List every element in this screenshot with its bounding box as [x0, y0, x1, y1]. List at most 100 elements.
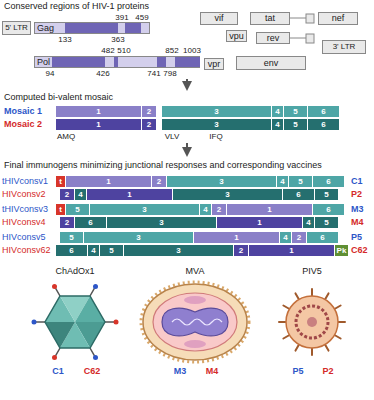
vector-name: MVA: [186, 266, 205, 276]
segment-box: 6: [283, 189, 315, 200]
junction-residues: VLV: [165, 132, 180, 141]
fiber-knob: [52, 284, 57, 289]
segment-number: 5: [109, 247, 113, 255]
segment-box: 6: [313, 204, 345, 215]
residue-number: 852: [165, 46, 178, 55]
section-heading: Final immunogens minimizing junctional r…: [4, 160, 322, 170]
segment-number: 5: [293, 121, 297, 129]
segment-number: 1: [127, 191, 131, 199]
gene-name: vif: [215, 14, 224, 23]
vaccine-code: M3: [351, 204, 364, 214]
residue-number: 459: [135, 13, 148, 22]
mosaic-name: Mosaic 2: [4, 119, 42, 129]
segment-box: 6: [308, 106, 340, 117]
segment-number: 2: [297, 234, 301, 242]
gene-box: 3' LTR: [322, 40, 366, 54]
conserved-region: [157, 57, 166, 67]
residue-number: 1003: [183, 46, 201, 55]
segment-number: 4: [275, 108, 279, 116]
exon-link: [290, 38, 306, 39]
gene-name: Pol: [37, 58, 50, 67]
gene-name: vpu: [229, 32, 244, 41]
gene-name: Gag: [37, 24, 54, 33]
section-heading: Conserved regions of HIV-1 proteins: [4, 1, 149, 11]
segment-box: 5: [315, 217, 339, 228]
immunogen-name: tHIVconsv1: [2, 176, 48, 186]
segment-number: 1: [267, 206, 271, 214]
residue-number: 363: [111, 35, 124, 44]
gene-name: 5' LTR: [5, 24, 28, 32]
segment-box: 4: [272, 119, 284, 130]
segment-number: 6: [296, 191, 300, 199]
segment-number: 1: [289, 247, 293, 255]
segment-number: 3: [225, 191, 229, 199]
segment-number: 4: [91, 247, 95, 255]
segment-number: 2: [217, 206, 221, 214]
flow-arrow: [186, 143, 188, 155]
segment-number: 4: [275, 121, 279, 129]
piv5-icon: [279, 289, 345, 355]
segment-number: 3: [142, 206, 146, 214]
immunogen-name: HIVconsv4: [2, 217, 46, 227]
conserved-region: [175, 57, 200, 67]
residue-number: 741: [147, 69, 160, 78]
gene-box: nef: [318, 12, 358, 25]
segment-box: 1: [66, 176, 152, 187]
segment-box: 5: [315, 189, 339, 200]
segment-box: 1: [87, 189, 173, 200]
flow-arrow: [186, 79, 188, 89]
segment-box: 6: [308, 119, 340, 130]
vaccine-code: M4: [351, 217, 364, 227]
fiber-knob: [114, 320, 119, 325]
segment-number: 6: [88, 219, 92, 227]
vaccine-code: P2: [322, 366, 333, 376]
junction-residues: IFQ: [209, 132, 222, 141]
segment-box: 2: [292, 232, 307, 243]
segment-box: 6: [307, 232, 339, 243]
segment-number: 1: [96, 108, 100, 116]
segment-box: 2: [142, 106, 157, 117]
segment-box: 4: [88, 245, 100, 256]
segment-number: 2: [147, 108, 151, 116]
segment-box: 4: [280, 232, 292, 243]
segment-number: 1: [257, 219, 261, 227]
segment-number: t: [59, 206, 62, 214]
segment-box: 1: [217, 217, 303, 228]
gene-box: Gag: [34, 22, 150, 34]
residue-number: 482: [101, 46, 114, 55]
residue-number: 94: [46, 69, 55, 78]
segment-box: 5: [100, 245, 124, 256]
segment-box: 6: [56, 245, 88, 256]
segment-box: t: [56, 176, 66, 187]
segment-box: 1: [194, 232, 280, 243]
gene-name: env: [264, 59, 279, 68]
segment-box: 4: [272, 106, 284, 117]
segment-box: 6: [75, 217, 107, 228]
capsid-facet: [45, 322, 75, 348]
residue-number: 798: [163, 69, 176, 78]
vector-name: ChAdOx1: [55, 266, 94, 276]
genome-strand: [172, 319, 222, 325]
segment-box: 4: [200, 204, 212, 215]
segment-number: 6: [321, 108, 325, 116]
segment-number: 2: [157, 178, 161, 186]
gene-name: nef: [332, 14, 345, 23]
segment-number: 4: [306, 219, 310, 227]
vaccine-code: P5: [351, 232, 362, 242]
outer-membrane: [143, 284, 247, 360]
segment-box: 2: [60, 217, 75, 228]
conserved-region: [65, 23, 118, 33]
segment-number: 6: [320, 234, 324, 242]
fiber-knob: [52, 355, 57, 360]
gene-name: tat: [265, 14, 275, 23]
segment-number: 3: [176, 247, 180, 255]
segment-box: 5: [284, 106, 308, 117]
lateral-body: [184, 340, 206, 348]
mva-icon: [141, 282, 249, 362]
segment-box: 4: [303, 217, 315, 228]
segment-number: 3: [219, 178, 223, 186]
segment-number: 6: [326, 206, 330, 214]
residue-number: 391: [115, 13, 128, 22]
segment-number: 6: [326, 178, 330, 186]
